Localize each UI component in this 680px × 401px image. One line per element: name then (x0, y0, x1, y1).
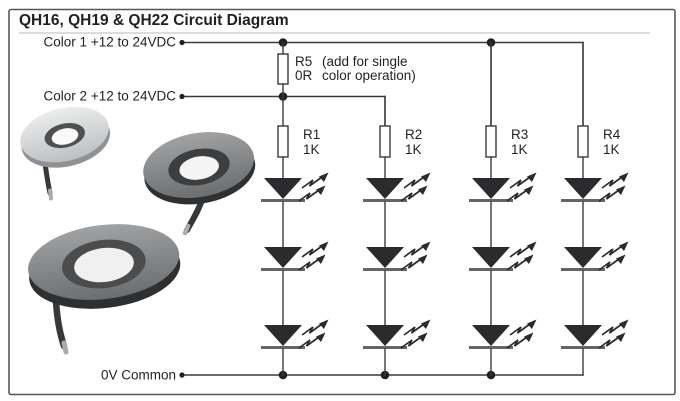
light-emission-arrows-icon (506, 240, 538, 271)
led-symbol (561, 171, 630, 248)
rail-label-color1: Color 1 +12 to 24VDC (44, 35, 177, 50)
page-title: QH16, QH19 & QH22 Circuit Diagram (19, 12, 289, 29)
resistor-name: R4 (603, 127, 621, 142)
terminal-dot (179, 93, 185, 100)
resistor-value: 1K (511, 142, 528, 157)
resistor-body (277, 53, 289, 85)
cathode-bar (561, 268, 605, 271)
light-emission-arrows-icon (400, 171, 432, 202)
cathode-bar (261, 268, 305, 271)
resistor-value: 0R (295, 68, 313, 83)
led-symbol (561, 240, 630, 326)
led-symbol (561, 318, 630, 376)
color1-rail: Color 1 +12 to 24VDC (44, 35, 584, 127)
cathode-bar (561, 199, 605, 202)
light-emission-arrows-icon (598, 240, 630, 271)
led-symbol (363, 240, 432, 326)
resistor-name: R3 (511, 127, 528, 142)
cathode-bar (363, 346, 407, 349)
led-symbol (469, 240, 538, 326)
panel-border (8, 8, 676, 396)
led-symbol (363, 171, 432, 248)
resistor-body (379, 125, 391, 158)
led-symbol (261, 240, 330, 326)
cathode-bar (261, 346, 305, 349)
cathode-bar (469, 346, 513, 349)
rail-label-common: 0V Common (101, 368, 176, 383)
light-emission-arrows-icon (598, 171, 630, 202)
cathode-bar (363, 199, 407, 202)
led-symbol (469, 318, 538, 376)
led-symbol (469, 171, 538, 248)
light-emission-arrows-icon (598, 318, 630, 349)
light-emission-arrows-icon (298, 240, 330, 271)
led-symbol (261, 171, 330, 248)
light-emission-arrows-icon (298, 318, 330, 349)
led-symbol (261, 318, 330, 376)
resistor-name: R5 (295, 54, 312, 69)
light-emission-arrows-icon (506, 318, 538, 349)
cathode-bar (469, 199, 513, 202)
light-emission-arrows-icon (298, 171, 330, 202)
resistor-body (485, 125, 497, 158)
light-emission-arrows-icon (506, 171, 538, 202)
common-rail: 0V Common (101, 368, 584, 383)
resistor-note-line2: color operation) (322, 68, 416, 83)
cathode-bar (363, 268, 407, 271)
resistor-name: R2 (405, 127, 422, 142)
cathode-bar (561, 346, 605, 349)
product-photo-medium-dark-ring-light (143, 132, 256, 236)
light-emission-arrows-icon (400, 318, 432, 349)
product-photo-large-dark-ring-light (28, 224, 181, 355)
resistor-value: 1K (303, 142, 320, 157)
resistor-value: 1K (603, 142, 620, 157)
rail-label-color2: Color 2 +12 to 24VDC (44, 89, 177, 104)
resistor-value: 1K (405, 142, 422, 157)
product-photo-small-silver-ring-light (20, 106, 111, 201)
resistor-name: R1 (303, 127, 320, 142)
resistor-body (577, 125, 589, 158)
led-symbol (363, 318, 432, 376)
bypass-resistor-r5: R5 0R (add for single color operation) (277, 41, 416, 98)
light-emission-arrows-icon (400, 240, 432, 271)
terminal-dot (179, 39, 185, 46)
resistor-body (277, 125, 289, 158)
cathode-bar (261, 199, 305, 202)
resistor-note-line1: (add for single (322, 54, 408, 69)
cathode-bar (469, 268, 513, 271)
terminal-dot (179, 372, 185, 378)
